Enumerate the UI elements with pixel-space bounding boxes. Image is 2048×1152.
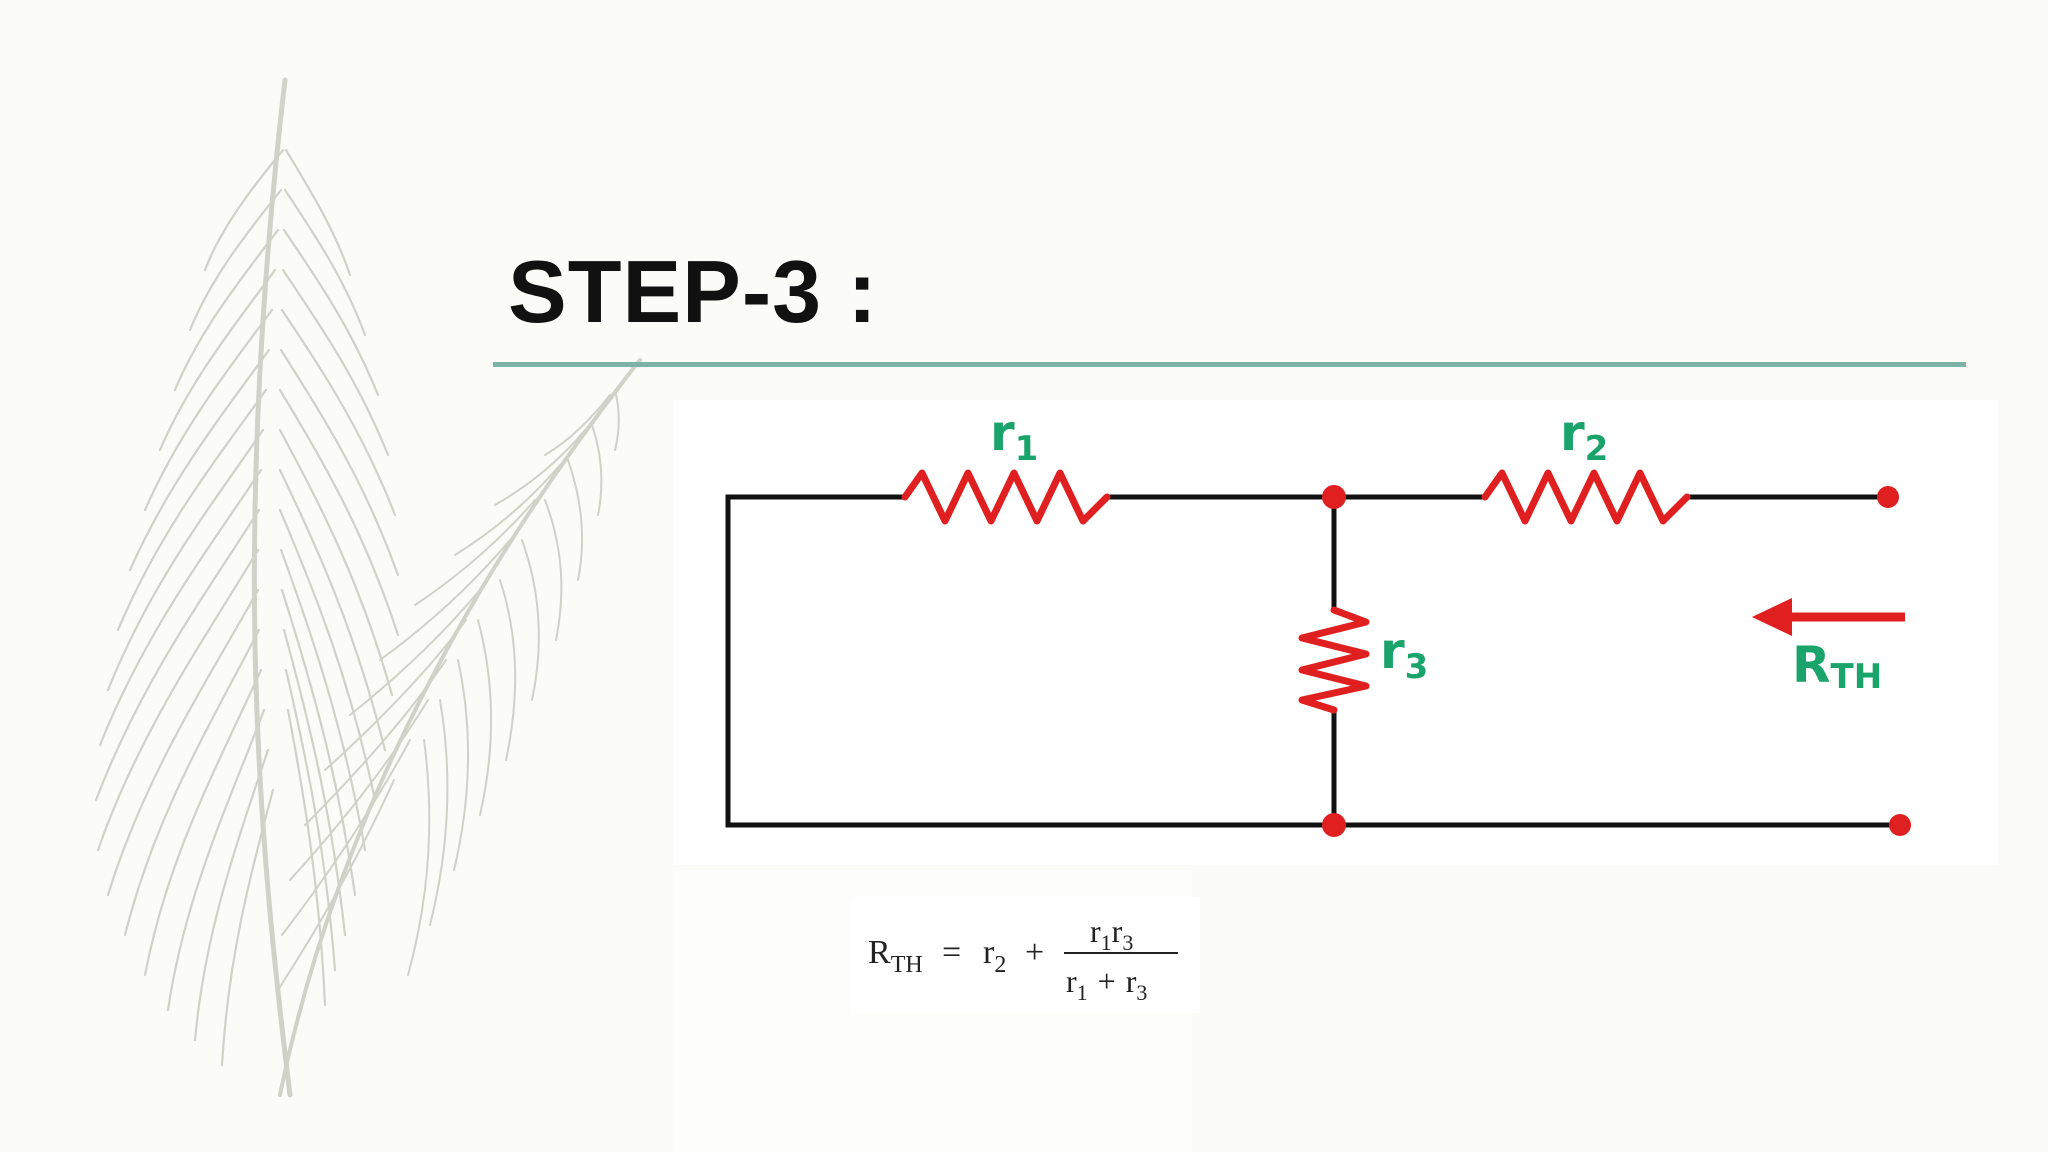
resistor-r2 bbox=[1481, 469, 1691, 525]
node-junction-bottom bbox=[1322, 813, 1346, 837]
resistor-r1 bbox=[901, 469, 1111, 525]
formula-equals: = bbox=[942, 934, 961, 971]
label-r3: r3 bbox=[1380, 622, 1428, 687]
label-r2: r2 bbox=[1560, 404, 1608, 469]
formula-term: r2 bbox=[983, 934, 1006, 978]
formula-box bbox=[850, 897, 1200, 1013]
formula-numerator: r1r3 bbox=[1090, 913, 1133, 955]
formula-denominator: r1+r3 bbox=[1066, 963, 1147, 1005]
terminal-bottom bbox=[1889, 814, 1911, 836]
formula-plus: + bbox=[1025, 934, 1044, 971]
formula-fraction-bar bbox=[1064, 952, 1178, 954]
formula-lhs: RTH bbox=[868, 934, 923, 978]
terminal-top bbox=[1877, 486, 1899, 508]
resistor-r3 bbox=[1298, 606, 1370, 714]
rth-arrow-head bbox=[1752, 598, 1792, 636]
node-junction-top bbox=[1322, 485, 1346, 509]
label-r1: r1 bbox=[990, 404, 1038, 469]
slide-title: STEP-3 : bbox=[508, 242, 878, 341]
title-divider bbox=[493, 362, 1966, 367]
label-rth: RTH bbox=[1792, 636, 1882, 697]
